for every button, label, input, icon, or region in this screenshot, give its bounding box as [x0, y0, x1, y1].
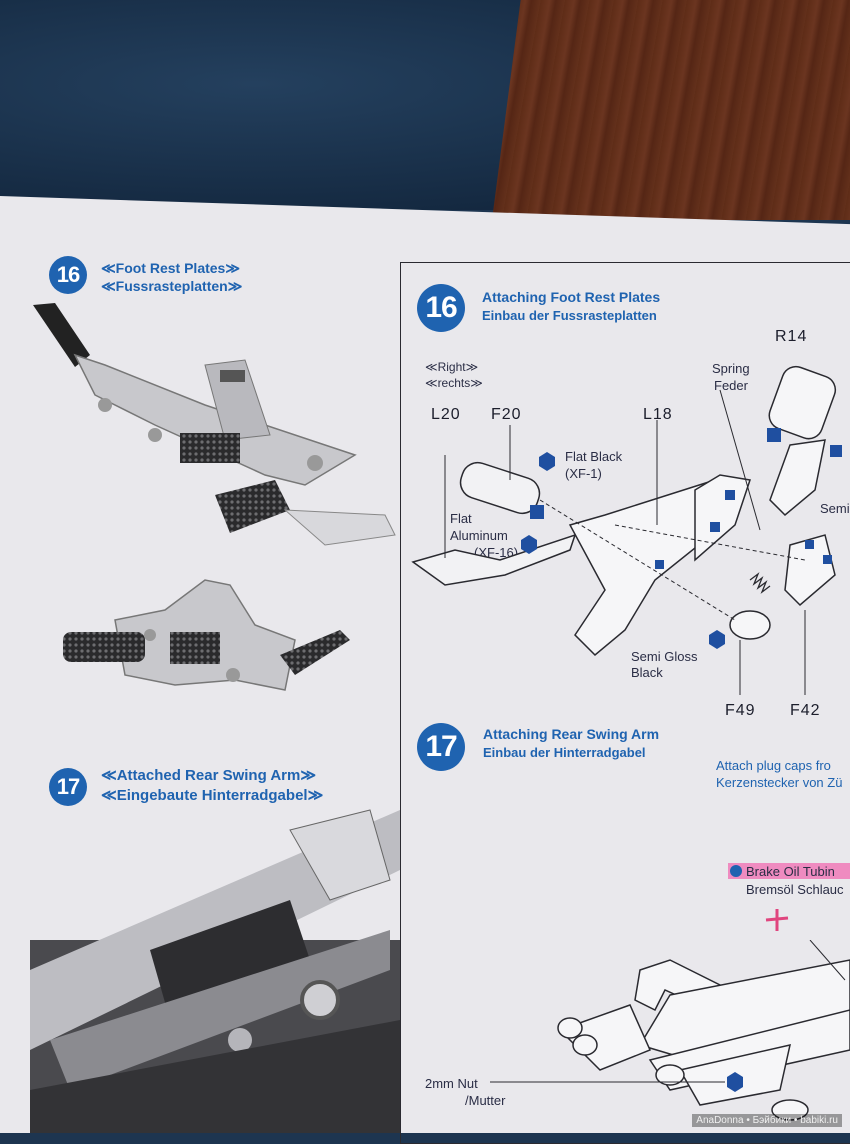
step-16-title-en: ≪Foot Rest Plates≫: [101, 260, 241, 276]
foot-rest-photo-top: [33, 303, 396, 546]
step-17-heading-de: Einbau der Hinterradgabel: [483, 745, 646, 760]
background-table: [492, 0, 850, 220]
part-f42: F42: [790, 702, 821, 719]
step-16-heading-de: Einbau der Fussrasteplatten: [482, 308, 657, 323]
part-f49: F49: [725, 702, 756, 719]
side-label-de: ≪rechts≫: [425, 376, 483, 390]
brake-highlight: [728, 863, 850, 879]
part-l18: L18: [643, 406, 673, 423]
flat-black-label: Flat Black: [565, 449, 623, 464]
watermark: AnaDonna • Бэйбики • babiki.ru: [692, 1114, 842, 1127]
step-17-heading-en: Attaching Rear Swing Arm: [483, 726, 660, 742]
flat-aluminum-label-1: Flat: [450, 511, 472, 526]
swing-arm-photo: [30, 809, 400, 1133]
spring-label-en: Spring: [712, 361, 750, 376]
semi-gloss-label-2: Black: [631, 665, 663, 680]
part-r14: R14: [775, 328, 808, 345]
step-17-badge-left: 17: [49, 768, 87, 806]
step-16-badge-left: 16: [49, 256, 87, 294]
side-label-en: ≪Right≫: [425, 360, 479, 374]
step-16-badge: 16: [417, 284, 465, 332]
plug-caps-note-en: Attach plug caps fro: [716, 758, 831, 773]
red-cross-mark: [765, 909, 789, 931]
semi-gloss-label-1: Semi Gloss: [631, 649, 698, 664]
flat-black-code: (XF-1): [565, 466, 602, 481]
step-16-title-de: ≪Fussrasteplatten≫: [101, 278, 243, 294]
nut-label-de: /Mutter: [465, 1093, 506, 1108]
part-f20: F20: [491, 406, 522, 423]
plug-caps-note-de: Kerzenstecker von Zü: [716, 775, 843, 790]
brake-tubing-label-en: Brake Oil Tubin: [746, 864, 835, 879]
step-17-title-de: ≪Eingebaute Hinterradgabel≫: [101, 787, 324, 804]
step-17-title-en: ≪Attached Rear Swing Arm≫: [101, 767, 317, 784]
flat-aluminum-label-2: Aluminum: [450, 528, 508, 543]
step-16-diagram: [411, 365, 842, 695]
nut-label-en: 2mm Nut: [425, 1076, 478, 1091]
step-17-diagram: [490, 940, 850, 1121]
step-16-heading-en: Attaching Foot Rest Plates: [482, 289, 661, 305]
brake-tubing-label-de: Bremsöl Schlauc: [746, 882, 844, 897]
part-l20: L20: [431, 406, 461, 423]
semi-label-cut: Semi: [820, 501, 850, 516]
step-17-badge: 17: [417, 723, 465, 771]
brake-number-icon: [730, 865, 742, 877]
spring-label-de: Feder: [714, 378, 748, 393]
foot-rest-photo-bottom: [63, 579, 350, 691]
